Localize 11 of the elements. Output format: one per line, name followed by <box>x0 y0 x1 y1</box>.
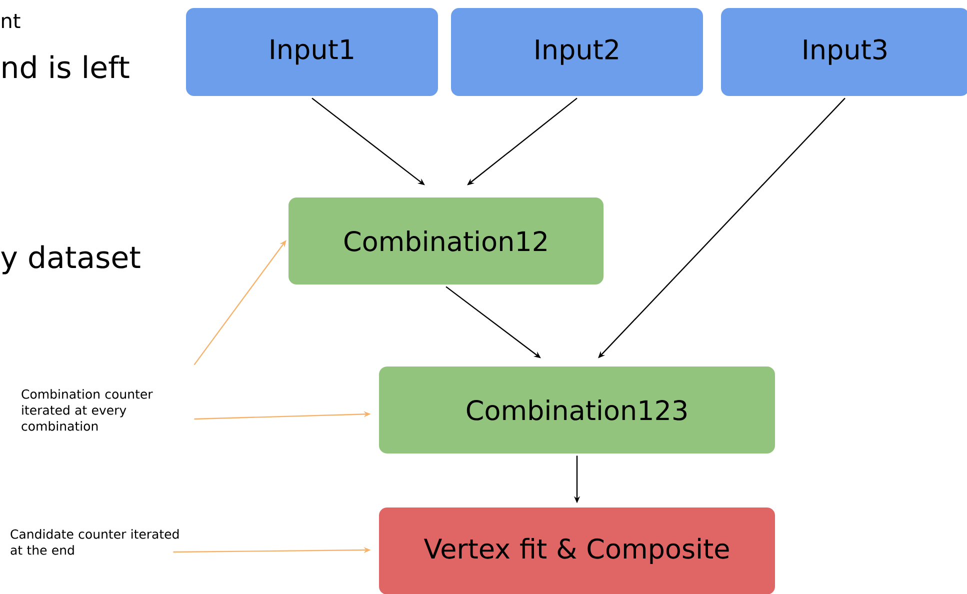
process-box: Combination12 <box>288 198 604 284</box>
annotation-text: Candidate counter iterated at the end <box>10 529 179 555</box>
slide-text: nt <box>2 14 20 28</box>
process-box: Input1 <box>186 8 438 96</box>
process-box: Combination123 <box>379 366 775 454</box>
slide-text: y dataset <box>1 245 140 274</box>
process-box: Vertex fit & Composite <box>379 508 775 594</box>
annotation-text: Combination counter iterated at every combination <box>22 389 153 431</box>
slide-text: nd is left <box>2 55 130 78</box>
process-box: Input2 <box>451 8 703 96</box>
process-box: Input3 <box>721 8 967 96</box>
